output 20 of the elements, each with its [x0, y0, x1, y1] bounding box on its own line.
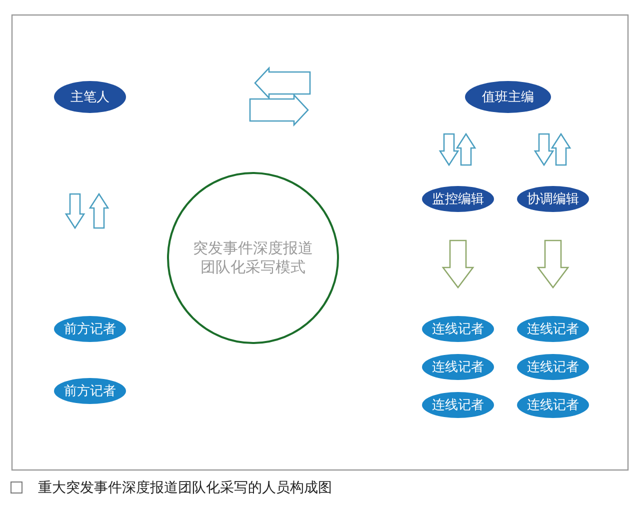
block-arrow	[456, 132, 476, 166]
person-ellipse: 监控编辑	[422, 186, 494, 212]
person-ellipse: 前方记者	[54, 316, 126, 342]
person-ellipse: 连线记者	[422, 316, 494, 342]
person-ellipse: 连线记者	[517, 392, 589, 418]
person-ellipse: 连线记者	[517, 316, 589, 342]
person-ellipse: 值班主编	[465, 81, 551, 113]
person-ellipse: 协调编辑	[517, 186, 589, 212]
block-arrow	[550, 132, 572, 166]
block-arrow	[438, 133, 460, 166]
block-arrow	[534, 133, 554, 166]
team-circle: 突发事件深度报道团队化采写模式	[167, 172, 339, 344]
caption: 重大突发事件深度报道团队化采写的人员构成图	[38, 479, 332, 497]
person-ellipse: 连线记者	[517, 354, 589, 380]
person-ellipse: 前方记者	[54, 378, 126, 404]
person-ellipse: 连线记者	[422, 354, 494, 380]
block-arrow	[536, 240, 570, 289]
person-ellipse: 连线记者	[422, 392, 494, 418]
person-ellipse: 主笔人	[54, 81, 126, 113]
block-arrow	[442, 240, 474, 289]
